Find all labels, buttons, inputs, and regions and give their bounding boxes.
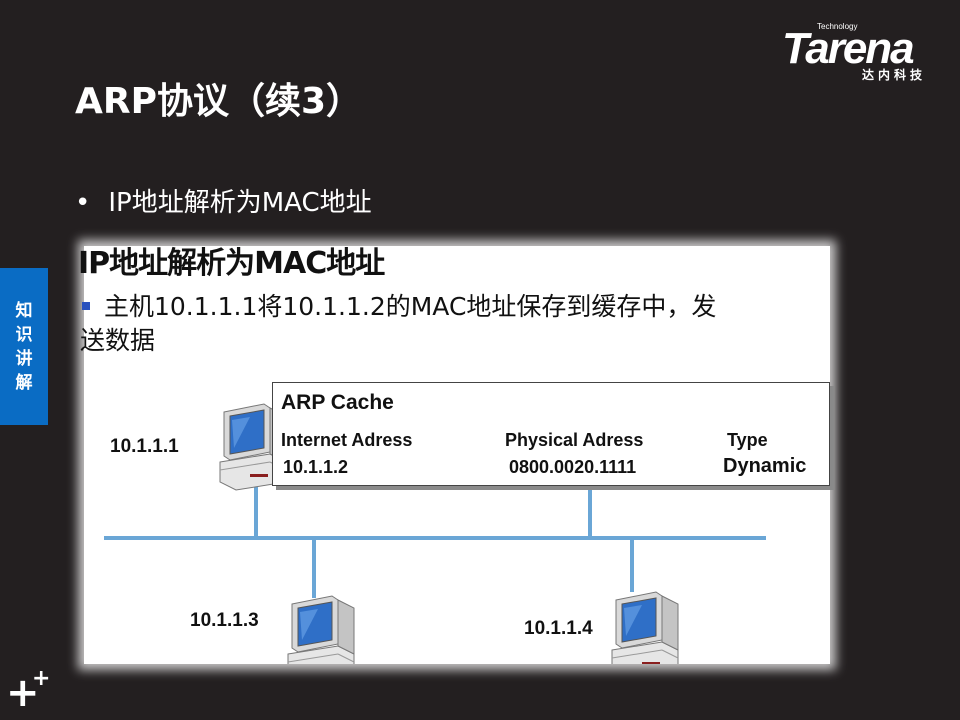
tab-char: 识	[15, 324, 33, 345]
column-header: Internet Adress	[281, 430, 413, 450]
host-ip-label: 10.1.1.3	[190, 610, 259, 631]
slide-bullet: 主机10.1.1.1将10.1.1.2的MAC地址保存到缓存中，发 送数据	[80, 290, 840, 358]
square-bullet-icon	[82, 302, 90, 310]
computer-icon	[287, 595, 355, 664]
knowledge-tab[interactable]: 知 识 讲 解	[0, 268, 48, 425]
computer-icon	[611, 591, 679, 664]
tarena-logo: Tarena Technology 达内科技	[780, 22, 945, 82]
page-title: ARP协议（续3）	[75, 81, 363, 122]
tab-char: 讲	[15, 348, 33, 369]
logo-wordmark: Tarena	[782, 24, 915, 73]
cache-ip-value: 10.1.1.2	[283, 457, 349, 477]
tab-char: 知	[15, 300, 33, 321]
slide-bullet-line2: 送数据	[80, 326, 156, 355]
slide-bullet-line1: 主机10.1.1.1将10.1.1.2的MAC地址保存到缓存中，发	[104, 292, 717, 321]
embedded-slide: IP地址解析为MAC地址 主机10.1.1.1将10.1.1.2的MAC地址保存…	[78, 246, 830, 664]
network-diagram	[104, 403, 766, 664]
logo-chinese: 达内科技	[862, 68, 927, 82]
logo-tagline: Technology	[817, 22, 858, 31]
cache-type-value: Dynamic	[723, 455, 807, 477]
bullet-text: IP地址解析为MAC地址	[108, 188, 372, 218]
bullet-point: • IP地址解析为MAC地址	[75, 182, 372, 219]
slide-title: IP地址解析为MAC地址	[78, 246, 385, 281]
arp-cache-table: ARP Cache Internet Adress Physical Adres…	[272, 382, 830, 486]
bullet-dot-icon: •	[75, 188, 91, 218]
column-header: Type	[727, 430, 768, 450]
host-ip-label: 10.1.1.4	[524, 618, 593, 639]
cache-mac-value: 0800.0020.1111	[509, 457, 637, 477]
host-ip-label: 10.1.1.1	[110, 436, 179, 457]
tab-char: 解	[15, 372, 33, 393]
column-header: Physical Adress	[505, 430, 644, 450]
arp-cache-title: ARP Cache	[281, 391, 394, 414]
